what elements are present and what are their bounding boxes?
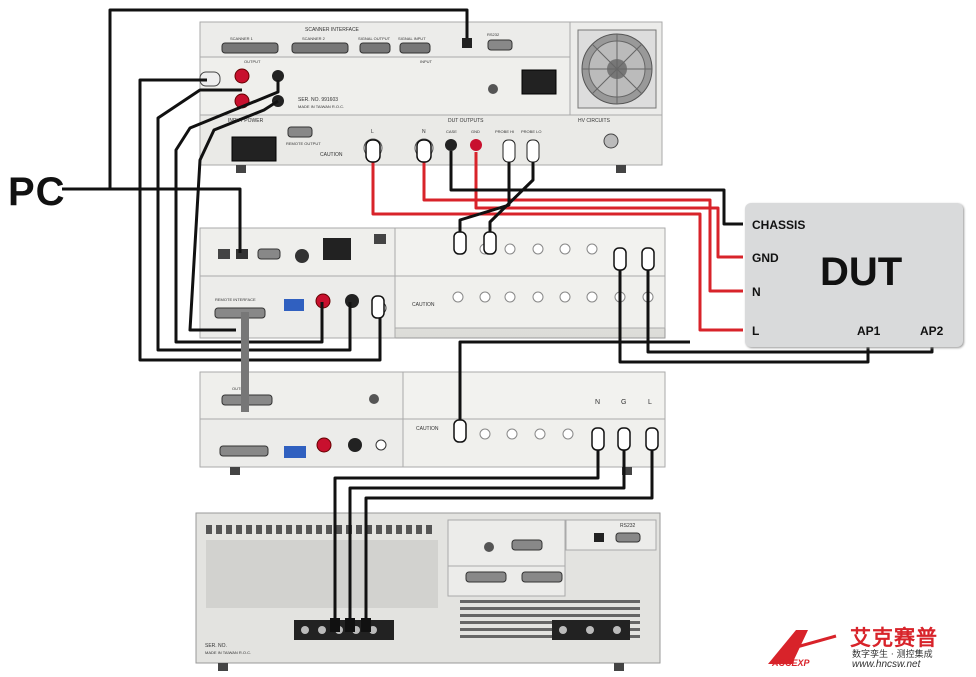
dut-pin-l: L xyxy=(752,324,760,338)
caution-mid: CAUTION xyxy=(412,302,435,308)
instrument-middle: REMOTE INTERFACE CAUTION xyxy=(199,227,666,339)
input-label: INPUT xyxy=(420,59,433,64)
brand-name: 艾克赛普 xyxy=(850,626,938,650)
case-label: CASE xyxy=(446,129,457,134)
instrument-top: SCANNER INTERFACE SCANNER 1 SCANNER 2 SI… xyxy=(199,21,663,173)
ser-no-bottom: SER. NO. xyxy=(205,643,227,649)
dut-pin-n: N xyxy=(752,285,761,299)
brand-tagline: 数字孪生 · 测控集成 xyxy=(852,650,933,660)
n-label-top: N xyxy=(422,129,426,135)
caution-top: CAUTION xyxy=(320,152,343,158)
remote-interface-label: REMOTE INTERFACE xyxy=(215,297,256,302)
l-label-top: L xyxy=(371,129,374,135)
signal-input-label: SIGNAL INPUT xyxy=(398,36,426,41)
power-source: RS232 SER. NO. MADE IN TAIWAN R.O.C. xyxy=(195,512,661,671)
ser-no-top: SER. NO. 991603 xyxy=(298,97,338,103)
output-label-lower: OUTPUT xyxy=(232,386,249,391)
scanner-2-label: SCANNER 2 xyxy=(302,36,326,41)
probe-lo-label: PROBE LO xyxy=(521,129,541,134)
caution-lower: CAUTION xyxy=(416,426,439,432)
dut-pin-ap1: AP1 xyxy=(857,324,881,338)
dut-outputs-label: DUT OUTPUTS xyxy=(448,118,484,124)
signal-output-label: SIGNAL OUTPUT xyxy=(358,36,391,41)
dut-pin-chassis: CHASSIS xyxy=(752,218,806,232)
made-in-bottom: MADE IN TAIWAN R.O.C. xyxy=(205,650,251,655)
probe-hi-label: PROBE HI xyxy=(495,129,514,134)
terminal-lugs xyxy=(330,618,371,632)
l-label-lower: L xyxy=(648,399,652,406)
gnd-label-top: GND xyxy=(471,129,480,134)
dut-title: DUT xyxy=(820,250,903,294)
pc-label: PC xyxy=(8,170,66,214)
black-wires xyxy=(62,8,934,625)
test-plugs xyxy=(365,139,659,451)
brand-mark: ACCEXP xyxy=(771,658,811,668)
n-label-lower: N xyxy=(595,399,600,406)
g-label-lower: G xyxy=(621,399,626,406)
input-power-label: INPUT POWER xyxy=(228,118,264,124)
made-in-top: MADE IN TAIWAN R.O.C. xyxy=(298,104,344,109)
scanner-1-label: SCANNER 1 xyxy=(230,36,254,41)
instrument-lower: OUTPUT CAUTION N G L xyxy=(199,371,666,475)
rs232-label-top: RS232 xyxy=(487,32,500,37)
output-label: OUTPUT xyxy=(244,59,261,64)
dut-pin-ap2: AP2 xyxy=(920,324,944,338)
scanner-interface-label: SCANNER INTERFACE xyxy=(305,27,360,33)
remote-output-label: REMOTE OUTPUT xyxy=(286,141,321,146)
hv-circuits-label: HV CIRCUITS xyxy=(578,118,611,124)
brand-logo-icon: ACCEXP xyxy=(768,630,837,668)
dut-box xyxy=(745,203,963,347)
dut-pin-gnd: GND xyxy=(752,251,779,265)
brand-url: www.hncsw.net xyxy=(852,659,921,670)
rs232-label-bottom: RS232 xyxy=(620,523,636,529)
